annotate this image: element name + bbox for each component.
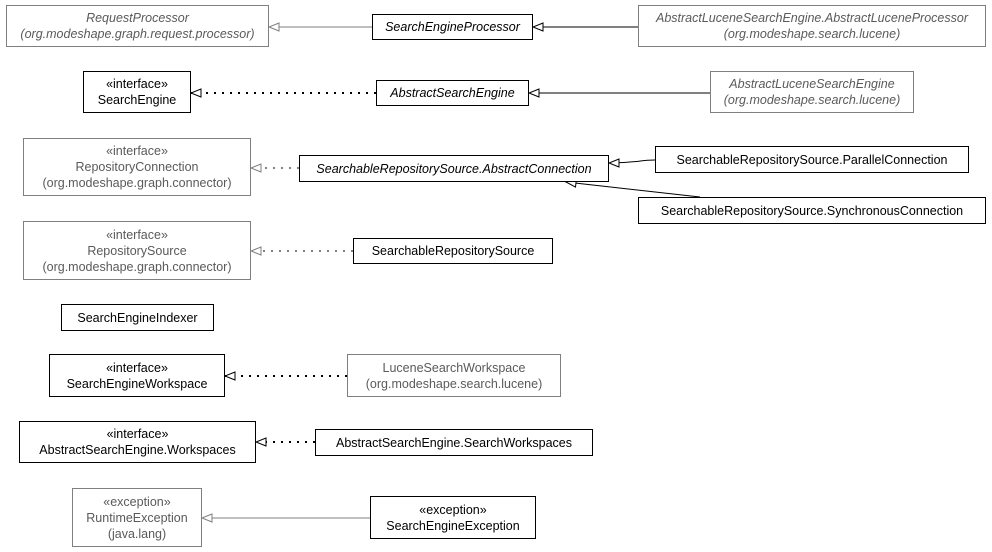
class-package: (org.modeshape.search.lucene): [723, 27, 901, 41]
class-request-processor[interactable]: RequestProcessor (org.modeshape.graph.re…: [6, 5, 269, 47]
class-package: (org.modeshape.search.lucene): [723, 93, 901, 107]
class-stereotype: «interface»: [106, 427, 169, 441]
class-name: LuceneSearchWorkspace: [382, 360, 526, 375]
class-search-engine-processor[interactable]: SearchEngineProcessor: [372, 14, 533, 40]
class-repository-source[interactable]: «interface» RepositorySource (org.modesh…: [23, 221, 251, 280]
class-workspaces[interactable]: «interface» AbstractSearchEngine.Workspa…: [19, 421, 256, 463]
edge-synchronous-extends-abstract-connection: [566, 182, 701, 198]
class-name: SearchEngineProcessor: [385, 20, 520, 34]
class-search-engine-exception[interactable]: «exception» SearchEngineException: [370, 496, 536, 539]
class-name: RepositoryConnection: [75, 160, 199, 174]
class-searchable-repository-source[interactable]: SearchableRepositorySource: [353, 238, 553, 264]
class-name: SearchableRepositorySource: [371, 244, 535, 258]
class-abstract-lucene-search-engine[interactable]: AbstractLuceneSearchEngine (org.modeshap…: [710, 71, 914, 113]
class-package: (org.modeshape.graph.request.processor): [20, 27, 255, 41]
class-synchronous-connection[interactable]: SearchableRepositorySource.SynchronousCo…: [638, 197, 986, 224]
class-name: SearchableRepositorySource.SynchronousCo…: [660, 203, 964, 218]
class-lucene-search-workspace[interactable]: LuceneSearchWorkspace (org.modeshape.sea…: [347, 354, 561, 397]
class-package: (org.modeshape.graph.connector): [42, 259, 232, 274]
class-package: (java.lang): [107, 526, 167, 541]
class-name: AbstractSearchEngine: [390, 86, 515, 100]
class-parallel-connection[interactable]: SearchableRepositorySource.ParallelConne…: [655, 146, 969, 173]
class-search-engine-workspace[interactable]: «interface» SearchEngineWorkspace: [49, 354, 225, 397]
class-search-workspaces[interactable]: AbstractSearchEngine.SearchWorkspaces: [315, 429, 593, 456]
class-repository-connection[interactable]: «interface» RepositoryConnection (org.mo…: [23, 138, 251, 196]
class-package: (org.modeshape.search.lucene): [365, 376, 543, 391]
class-stereotype: «exception»: [103, 494, 171, 509]
class-search-engine[interactable]: «interface» SearchEngine: [83, 71, 191, 113]
class-name: AbstractLuceneSearchEngine.AbstractLucen…: [656, 11, 968, 25]
class-name: SearchEngineException: [386, 518, 520, 533]
class-abstract-lucene-processor[interactable]: AbstractLuceneSearchEngine.AbstractLucen…: [638, 5, 986, 47]
class-abstract-search-engine[interactable]: AbstractSearchEngine: [376, 80, 529, 106]
class-name: SearchEngine: [97, 93, 177, 107]
edge-parallel-extends-abstract-connection: [609, 160, 656, 163]
class-runtime-exception[interactable]: «exception» RuntimeException (java.lang): [72, 488, 202, 547]
class-stereotype: «exception»: [419, 502, 487, 517]
class-abstract-connection[interactable]: SearchableRepositorySource.AbstractConne…: [299, 155, 609, 182]
class-name: SearchEngineWorkspace: [66, 376, 208, 391]
class-name: AbstractSearchEngine.SearchWorkspaces: [336, 435, 572, 450]
class-name: SearchableRepositorySource.AbstractConne…: [316, 161, 592, 176]
class-name: RequestProcessor: [86, 11, 189, 25]
class-package: (org.modeshape.graph.connector): [42, 176, 232, 190]
class-stereotype: «interface»: [106, 227, 168, 242]
class-name: AbstractSearchEngine.Workspaces: [39, 443, 236, 457]
class-stereotype: «interface»: [106, 77, 168, 91]
class-name: SearchableRepositorySource.ParallelConne…: [676, 152, 948, 167]
class-stereotype: «interface»: [106, 360, 168, 375]
class-stereotype: «interface»: [106, 144, 168, 158]
class-name: RepositorySource: [87, 243, 187, 258]
class-name: SearchEngineIndexer: [77, 310, 198, 325]
class-name: RuntimeException: [86, 510, 188, 525]
class-search-engine-indexer[interactable]: SearchEngineIndexer: [61, 304, 214, 331]
class-name: AbstractLuceneSearchEngine: [729, 77, 895, 91]
